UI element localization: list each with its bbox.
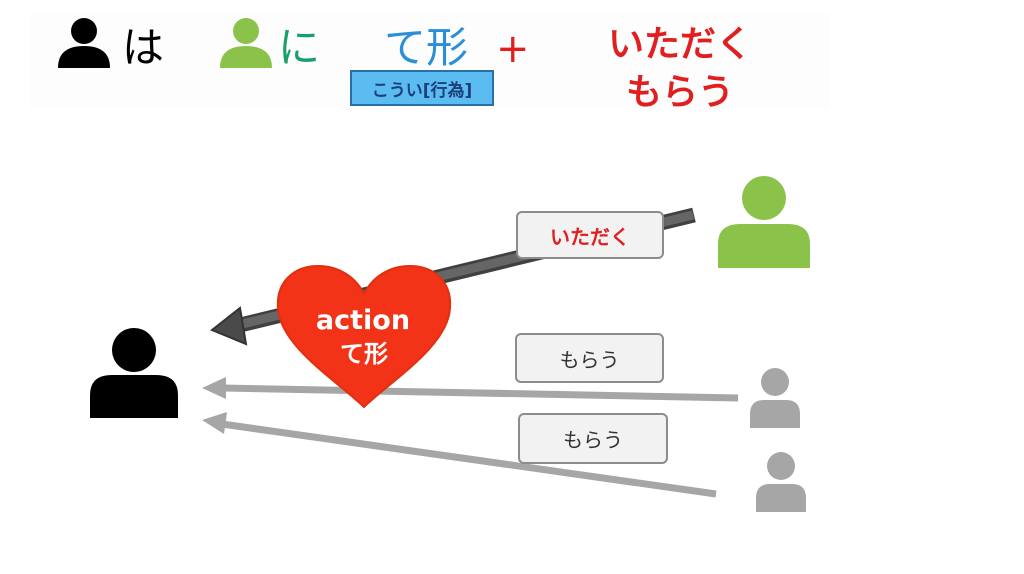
giver-person-icon-1 [750,368,800,428]
morau-arrowhead-2 [202,412,227,434]
morau-arrowhead-1 [202,377,226,399]
morau-arrow-1 [221,384,739,402]
header-person-black-icon [58,18,110,68]
te-form-heading: て形 [384,23,468,72]
verb-morau: もらう [626,72,734,113]
particle-ni: に [278,23,320,72]
itadaku-arrowhead [210,306,248,346]
verb-itadaku: いただく [608,24,752,65]
itadaku-label: いただく [516,211,664,259]
receiver-person-icon [90,328,178,418]
superior-giver-person-icon [718,176,810,268]
morau-label-1: もらう [515,333,664,383]
heart-action-text: action [316,305,410,336]
giver-person-icon-2 [756,452,806,512]
morau-arrow-2 [221,420,717,498]
heart-shape [276,264,452,409]
heart-te-form-text: て形 [340,340,388,368]
header-person-green-icon [220,18,272,68]
particle-wa: は [122,23,164,72]
action-tag: こうい[行為] [350,70,494,106]
morau-label-2: もらう [518,413,668,464]
plus-sign: + [496,26,530,72]
